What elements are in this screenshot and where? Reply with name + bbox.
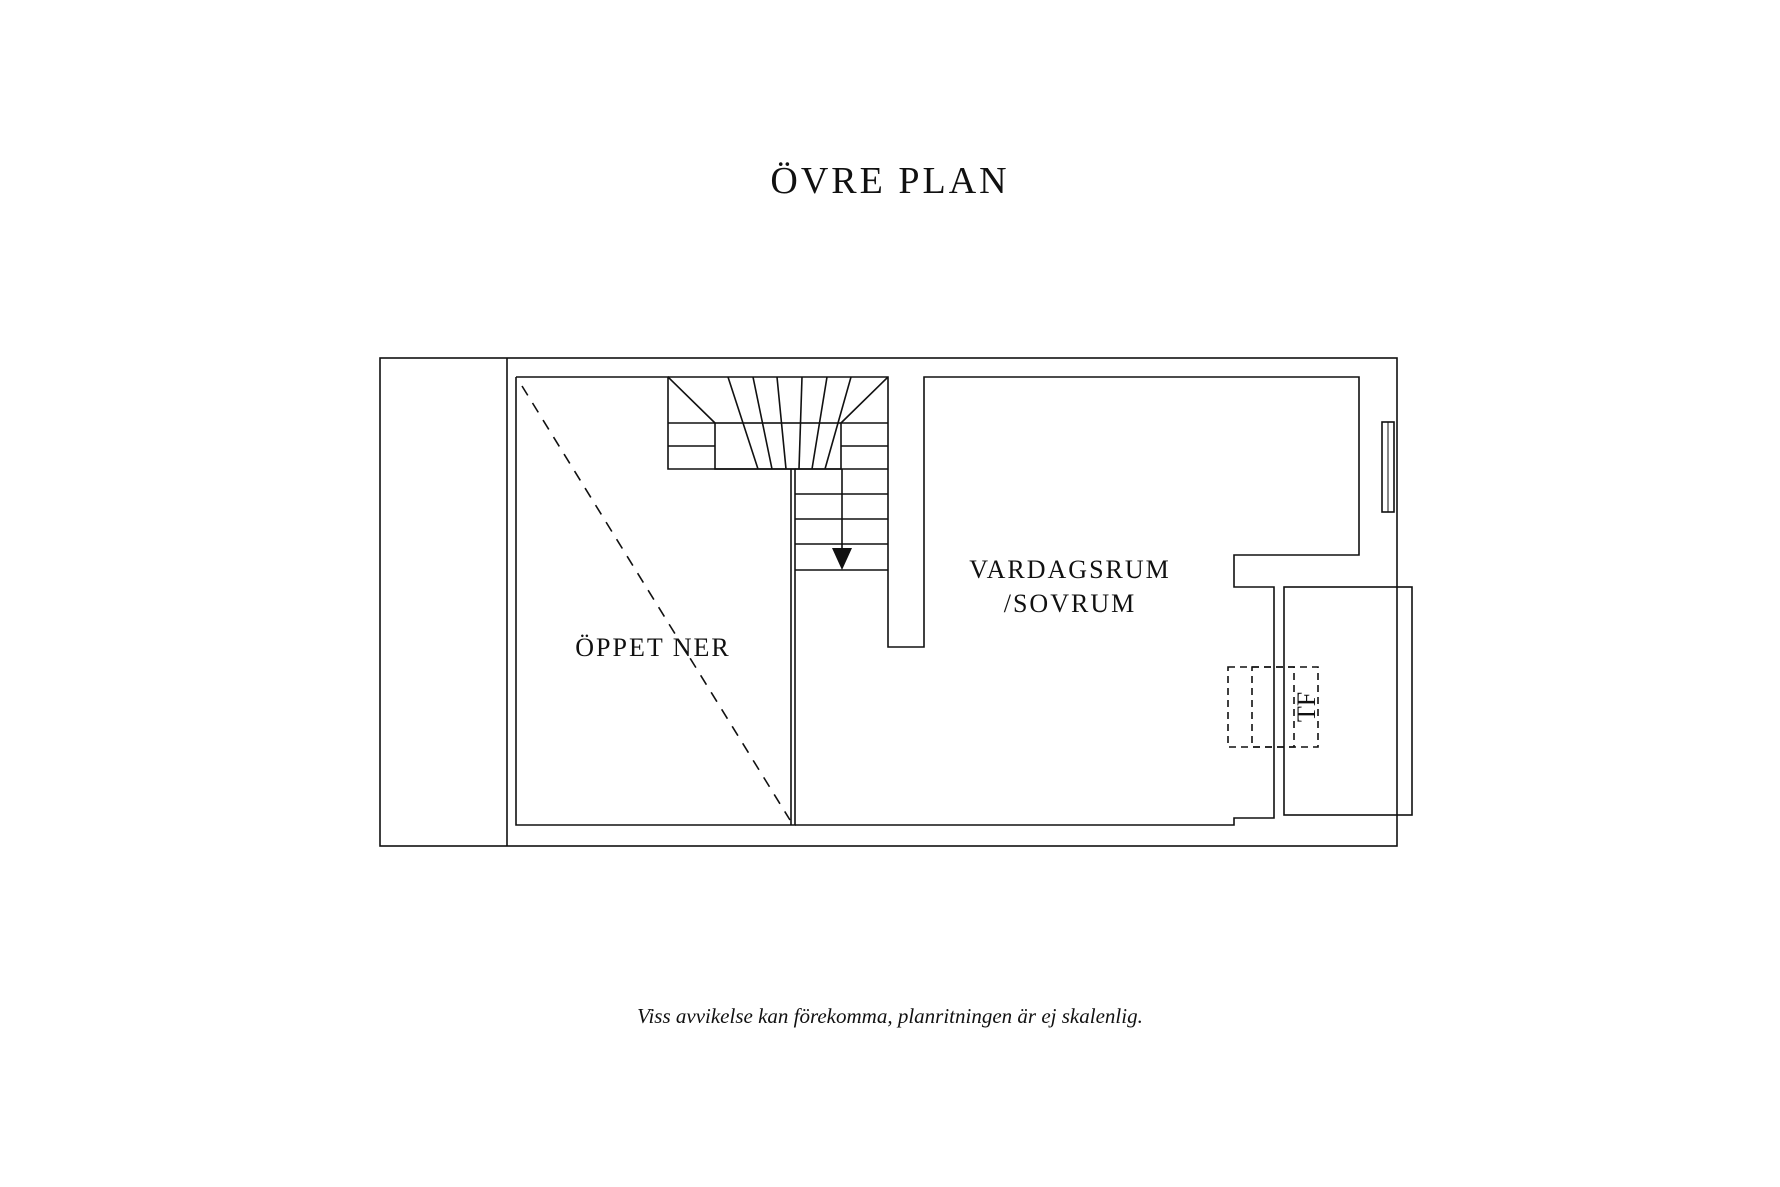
room-label-open-below: ÖPPET NER	[575, 633, 731, 662]
tf-wardrobe-outline	[1227, 666, 1319, 748]
tf-label: TF	[1292, 692, 1321, 722]
open-below-diagonal	[521, 385, 791, 821]
balcony	[1283, 586, 1413, 816]
outer-wall	[379, 357, 1398, 847]
room-label-bedroom: /SOVRUM	[1004, 589, 1136, 618]
stair-direction-arrow	[832, 548, 852, 570]
staircase	[667, 376, 1360, 826]
disclaimer: Viss avvikelse kan förekomma, planritnin…	[637, 1004, 1143, 1028]
plan-title: ÖVRE PLAN	[770, 160, 1010, 202]
room-label-living: VARDAGSRUM	[969, 555, 1171, 584]
